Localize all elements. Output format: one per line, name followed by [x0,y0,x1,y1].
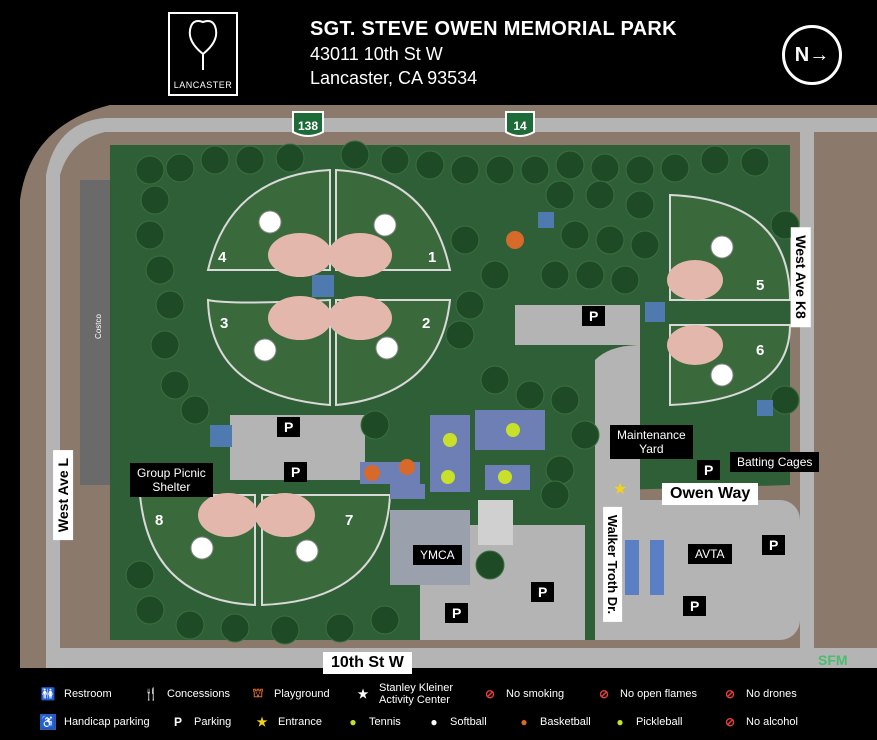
legend-item: 🚻Restroom [40,687,112,701]
softball-markers [190,210,734,563]
restroom-icon: 🚻 [40,687,56,701]
playground [506,231,524,249]
parking-marker: P [284,462,308,482]
legend-item: 🍴Concessions [143,687,230,701]
fields-5-6 [667,193,792,407]
field-number-1: 1 [428,249,436,266]
legend-item: ⊘No drones [722,686,797,702]
playground-icon: ⛫ [252,686,264,700]
legend-item: ⛫Playground [250,686,329,702]
legend-item: ⊘No open flames [596,686,697,702]
legend-item: ♿Handicap parking [40,714,150,730]
maintenance-yard-label: Maintenance Yard [610,425,693,459]
no-smoking-icon: ⊘ [484,687,496,701]
field-number-3: 3 [220,315,228,332]
parking-marker: P [697,460,721,480]
legend-item: ●Pickleball [612,714,682,730]
basketball-icon: ● [520,715,528,729]
field-number-4: 4 [218,249,227,266]
batting-cages-label: Batting Cages [730,452,820,472]
field-number-8: 8 [155,512,163,529]
owen-way-label: Owen Way [662,483,759,505]
hwy-14-number: 14 [513,119,527,133]
logo-text: LANCASTER [173,80,233,90]
avta-shelter [650,540,664,595]
field-numbers: 1 2 3 4 5 6 7 8 [155,249,764,529]
rose-logo-icon [188,20,218,70]
legend-item: ⊘No alcohol [722,714,798,730]
concessions-icon: 🍴 [143,687,159,701]
ave-k8-label: West Ave K8 [790,227,811,327]
walker-troth-label: Walker Troth Dr. [603,506,623,623]
hwy-138-number: 138 [298,119,318,133]
ymca-label: YMCA [413,545,462,565]
pickleball-icon: ● [616,715,624,729]
legend-item: ★Stanley Kleiner Activity Center [355,682,453,706]
parking-marker: P [683,596,707,616]
address-line-2: Lancaster, CA 93534 [310,68,478,88]
group-picnic-shelter-label: Group Picnic Shelter [130,463,213,497]
parking-marker: P [445,603,469,623]
activity-center-star-icon: ★ [357,687,369,701]
no-drones-icon: ⊘ [724,687,736,701]
tenth-st-label: 10th St W [323,652,412,674]
ave-k8-road [800,118,814,668]
legend-item: ●Tennis [345,714,400,730]
tennis-icon: ● [349,715,357,729]
no-alcohol-icon: ⊘ [724,715,736,729]
parking-marker: P [531,582,555,602]
legend-item: ●Basketball [516,714,590,730]
field-number-7: 7 [345,512,353,529]
lancaster-logo: LANCASTER [168,12,238,96]
activity-center-building [478,500,513,545]
legend-item: ●Softball [426,714,486,730]
softball-icon: ● [430,715,438,729]
parking-marker: P [582,306,606,326]
parking-marker: P [277,417,301,437]
north-arrow-icon: N→ [782,25,842,85]
page-title: SGT. STEVE OWEN MEMORIAL PARK [310,18,677,40]
ave-l-label: West Ave L [53,449,74,541]
address-line-1: 43011 10th St W [310,44,443,64]
costco-label: Costco [93,314,103,339]
field-number-5: 5 [756,277,764,294]
tenth-st-road [46,648,877,668]
court-balls [364,423,520,484]
trees [125,140,800,645]
legend-item: ★Entrance [254,714,322,730]
sfm-logo: SFM [818,652,848,668]
no-open-flames-icon: ⊘ [598,687,610,701]
highway-138-shield: 138 [292,111,324,137]
restroom-buildings [210,212,773,447]
parking-marker: P [762,535,786,555]
handicap-parking-icon: ♿ [40,714,56,730]
parking-icon: P [173,715,182,729]
field-number-6: 6 [756,342,764,359]
avta-label: AVTA [688,544,732,564]
highway-14-shield: 14 [505,111,535,137]
entrance-star-icon: ★ [256,715,268,729]
map-legend: 🚻Restroom 🍴Concessions ⛫Playground ★Stan… [0,678,877,740]
legend-item: ⊘No smoking [482,686,564,702]
field-number-2: 2 [422,315,430,332]
entrance-star-icon: ★ [613,481,627,498]
avta-shelter [625,540,639,595]
